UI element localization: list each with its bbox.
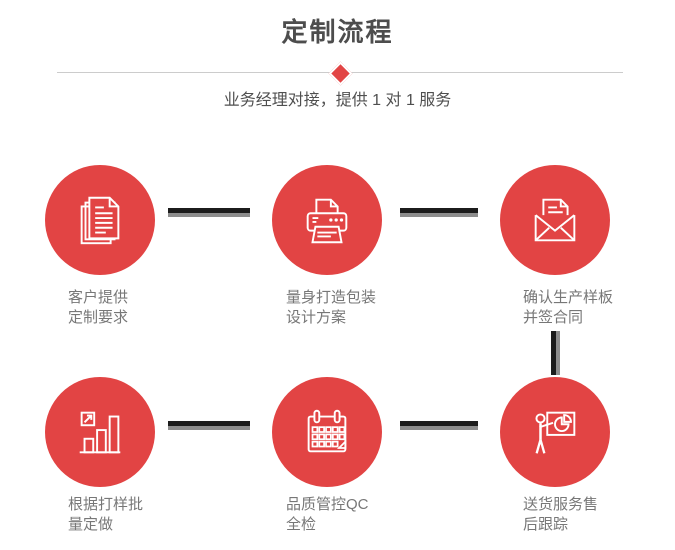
connector-step5-step6 <box>400 421 478 430</box>
label-line: 并签合同 <box>523 309 584 326</box>
envelope-icon <box>534 198 576 242</box>
label-line: 后跟踪 <box>523 516 569 533</box>
presentation-icon <box>535 411 576 454</box>
calendar-icon <box>307 409 347 453</box>
diamond-icon <box>328 61 353 86</box>
label-line: 客户提供 <box>68 289 129 306</box>
subtitle: 业务经理对接，提供 1 对 1 服务 <box>223 92 452 109</box>
step-qc-inspection <box>272 377 382 487</box>
printer-icon <box>306 198 348 244</box>
step-sample-contract-label: 确认生产样板 并签合同 <box>523 288 613 328</box>
connector-step2-step3 <box>400 208 478 217</box>
step-design-plan-label: 量身打造包装 设计方案 <box>286 288 376 328</box>
documents-icon <box>80 196 120 245</box>
step-sample-contract <box>500 165 610 275</box>
label-line: 全检 <box>286 516 317 533</box>
label-line: 品质管控QC <box>286 496 369 513</box>
step-batch-production <box>45 377 155 487</box>
step-customer-requirements <box>45 165 155 275</box>
step-qc-inspection-label: 品质管控QC 全检 <box>286 495 369 535</box>
bar-chart-icon <box>79 411 121 454</box>
step-batch-production-label: 根据打样批 量定做 <box>68 495 143 535</box>
connector-step3-step6 <box>551 331 560 375</box>
step-delivery-tracking-label: 送货服务售 后跟踪 <box>523 495 598 535</box>
label-line: 设计方案 <box>286 309 347 326</box>
label-line: 量身打造包装 <box>286 289 377 306</box>
label-line: 量定做 <box>68 516 114 533</box>
step-design-plan <box>272 165 382 275</box>
label-line: 确认生产样板 <box>523 289 614 306</box>
page-title: 定制流程 <box>281 17 394 47</box>
step-delivery-tracking <box>500 377 610 487</box>
label-line: 送货服务售 <box>523 496 599 513</box>
step-customer-requirements-label: 客户提供 定制要求 <box>68 288 128 328</box>
label-line: 定制要求 <box>68 309 129 326</box>
connector-step4-step5 <box>168 421 250 430</box>
label-line: 根据打样批 <box>68 496 144 513</box>
connector-step1-step2 <box>168 208 250 217</box>
